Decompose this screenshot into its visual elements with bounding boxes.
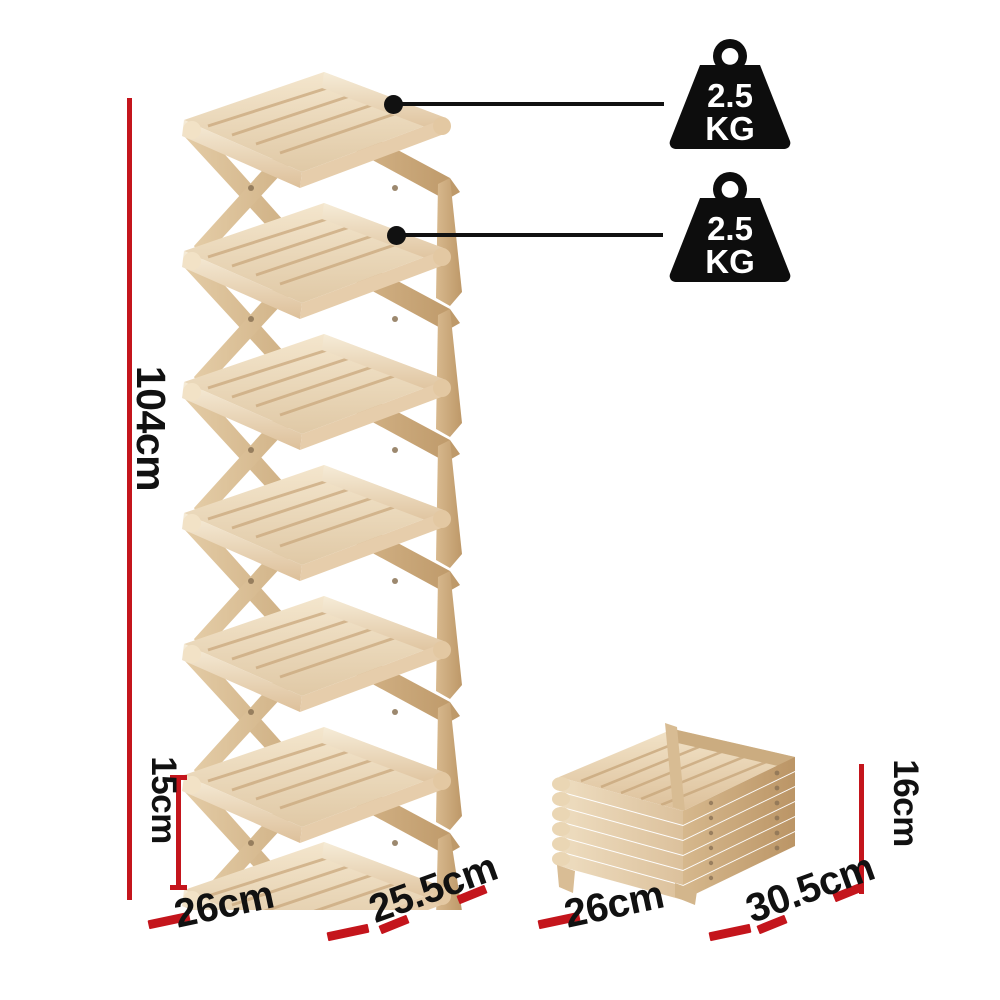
width-tick-right-open (326, 923, 370, 942)
leader-dot-shelf-2 (387, 226, 406, 245)
shelf-gap-cap-bottom (170, 885, 187, 890)
dimension-label-height: 104cm (128, 365, 175, 492)
shelf-gap-measure-line (176, 775, 181, 890)
weight-icon (669, 172, 791, 282)
weight-badge-shelf-1: 2.5 KG (656, 35, 804, 153)
folded-height-measure-line (859, 764, 864, 894)
weight-unit-1: KG (705, 110, 755, 147)
weight-icon (669, 39, 791, 149)
leader-line-shelf-1 (392, 102, 664, 106)
dimension-label-folded-height: 16cm (885, 759, 925, 847)
weight-badge-shelf-2: 2.5 KG (656, 168, 804, 286)
shelf-gap-cap-top (170, 775, 187, 780)
dimension-label-shelf-gap: 15cm (143, 756, 183, 844)
weight-value-1: 2.5 (707, 77, 753, 114)
weight-value-2: 2.5 (707, 210, 753, 247)
folded-shoe-rack-illustration (545, 715, 875, 910)
leader-dot-shelf-1 (384, 95, 403, 114)
leader-line-shelf-2 (395, 233, 663, 237)
open-shoe-rack-illustration (150, 60, 490, 910)
weight-unit-2: KG (705, 243, 755, 280)
height-measure-line (127, 98, 132, 900)
width-tick-right-folded (708, 923, 752, 942)
